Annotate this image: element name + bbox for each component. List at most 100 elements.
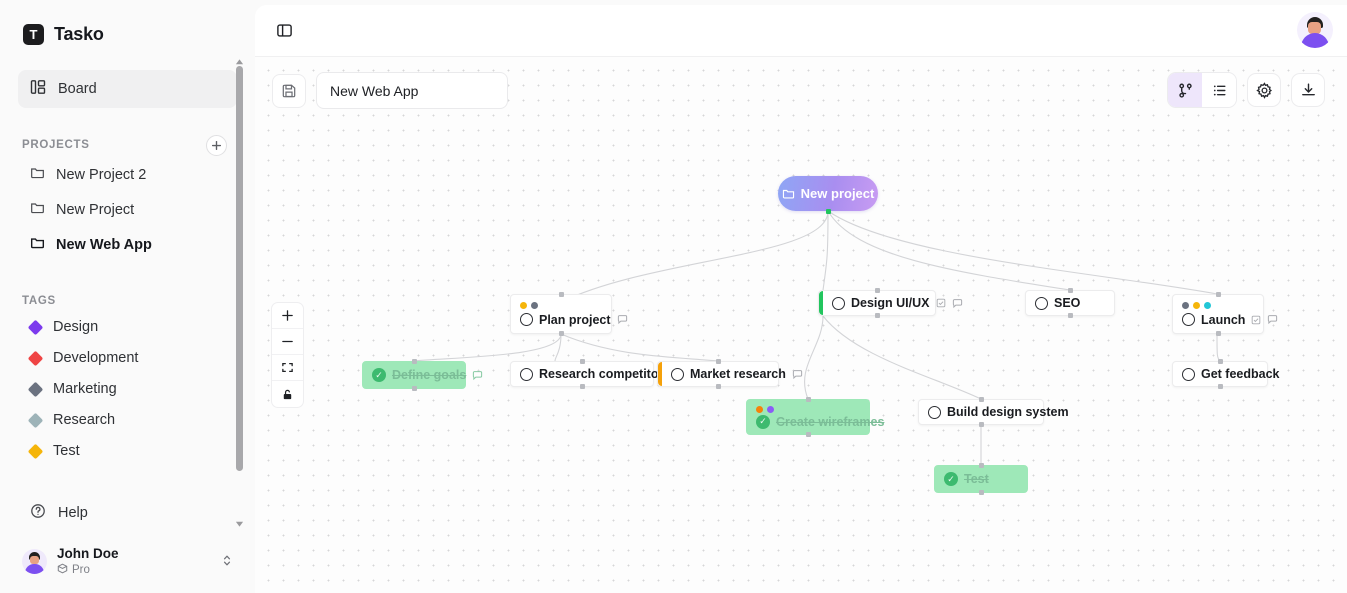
graph-node-build-design-system[interactable]: Build design system: [918, 397, 1069, 427]
graph-node-label: SEO: [1054, 296, 1081, 310]
node-connection-handle[interactable]: [1215, 292, 1221, 297]
settings-button[interactable]: [1247, 73, 1281, 107]
comment-icon[interactable]: [792, 369, 803, 380]
task-checkbox[interactable]: [671, 367, 684, 381]
node-connection-handle[interactable]: [579, 384, 585, 389]
sidebar-tag-research[interactable]: Research: [18, 405, 237, 435]
checklist-icon[interactable]: [936, 298, 946, 308]
user-account-switcher[interactable]: John Doe Pro: [0, 540, 255, 583]
node-connection-handle[interactable]: [1217, 359, 1223, 364]
zoom-in-button[interactable]: [272, 303, 303, 329]
task-checkbox[interactable]: [1182, 367, 1195, 381]
graph-node-market-research[interactable]: Market research: [657, 359, 803, 389]
graph-node-create-wireframes[interactable]: ✓ Create wireframes: [746, 397, 884, 437]
task-checkbox[interactable]: [520, 367, 533, 381]
graph-node-research-competitors[interactable]: Research competitors: [510, 359, 670, 389]
sidebar-item-board[interactable]: Board: [18, 70, 237, 108]
node-connection-handle[interactable]: [1217, 384, 1223, 389]
list-view-button[interactable]: [1202, 73, 1236, 107]
graph-node-label: Build design system: [947, 405, 1069, 419]
save-button[interactable]: [272, 73, 306, 108]
scroll-up-arrow-icon[interactable]: [235, 54, 244, 65]
sidebar-item-label: New Web App: [56, 236, 152, 253]
sidebar-item-new-project-2[interactable]: New Project 2: [18, 158, 237, 191]
node-connection-handle[interactable]: [874, 288, 880, 293]
graph-node-seo[interactable]: SEO: [1025, 288, 1115, 318]
task-checkbox-checked[interactable]: ✓: [372, 368, 386, 382]
brand-name: Tasko: [54, 24, 104, 44]
node-connection-handle[interactable]: [978, 422, 984, 427]
node-connection-handle[interactable]: [411, 359, 417, 364]
topbar-avatar[interactable]: [1297, 12, 1333, 48]
tags-section-header: TAGS: [0, 291, 255, 311]
sidebar-tag-design[interactable]: Design: [18, 312, 237, 342]
comment-icon[interactable]: [472, 370, 483, 381]
checklist-icon[interactable]: [1251, 315, 1261, 325]
comment-icon[interactable]: [952, 298, 963, 309]
sidebar-scrollbar[interactable]: [235, 54, 244, 527]
task-checkbox[interactable]: [1182, 313, 1195, 326]
graph-node-launch[interactable]: Launch: [1172, 292, 1278, 336]
task-checkbox-checked[interactable]: ✓: [944, 472, 958, 486]
tree-view-button[interactable]: [1168, 73, 1202, 107]
fit-view-button[interactable]: [272, 355, 303, 381]
tag-dot: [1204, 301, 1211, 309]
graph-node-test[interactable]: ✓ Test: [934, 463, 1028, 495]
tag-label: Design: [53, 319, 99, 335]
top-bar: [255, 5, 1347, 57]
node-connection-handle[interactable]: [579, 359, 585, 364]
node-connection-handle[interactable]: [558, 331, 564, 336]
node-connection-handle[interactable]: [805, 397, 811, 402]
graph-node-design-ui-ux[interactable]: Design UI/UX: [818, 288, 962, 318]
sidebar-item-new-web-app[interactable]: New Web App: [18, 228, 237, 261]
sidebar-tag-development[interactable]: Development: [18, 343, 237, 373]
node-status-bar: [819, 291, 823, 315]
scroll-down-arrow-icon[interactable]: [235, 515, 244, 527]
add-project-button[interactable]: [206, 134, 227, 156]
graph-node-define-goals[interactable]: ✓ Define goals: [362, 359, 483, 391]
node-connection-handle[interactable]: [1067, 288, 1073, 293]
node-connection-handle[interactable]: [558, 292, 564, 297]
project-title-input[interactable]: [316, 72, 508, 109]
sidebar-tag-test[interactable]: Test: [18, 436, 237, 466]
graph-node-label: Design UI/UX: [851, 296, 930, 310]
chevron-up-down-icon: [221, 553, 233, 570]
task-checkbox[interactable]: [928, 405, 941, 419]
node-connection-handle[interactable]: [411, 386, 417, 391]
node-connection-handle[interactable]: [978, 463, 984, 468]
task-checkbox[interactable]: [1035, 296, 1048, 310]
tags-section-title: TAGS: [22, 295, 56, 307]
lock-canvas-button[interactable]: [272, 381, 303, 407]
sidebar-item-label: New Project: [56, 201, 135, 218]
node-connection-handle[interactable]: [715, 384, 721, 389]
graph-node-root[interactable]: New project: [778, 176, 878, 214]
zoom-out-button[interactable]: [272, 329, 303, 355]
sidebar-item-help[interactable]: Help: [18, 494, 237, 532]
sidebar-tag-marketing[interactable]: Marketing: [18, 374, 237, 404]
graph-node-label: Get feedback: [1201, 367, 1280, 381]
node-connection-handle[interactable]: [715, 359, 721, 364]
comment-icon[interactable]: [1267, 314, 1278, 325]
scrollbar-thumb[interactable]: [236, 66, 243, 471]
download-button[interactable]: [1291, 73, 1325, 107]
panel-left-icon[interactable]: [271, 18, 297, 44]
node-connection-handle[interactable]: [978, 490, 984, 495]
tag-color-swatch-icon: [27, 381, 44, 397]
node-connection-handle[interactable]: [1067, 313, 1073, 318]
sidebar-item-new-project[interactable]: New Project: [18, 193, 237, 226]
node-connection-handle[interactable]: [825, 209, 831, 214]
node-connection-handle[interactable]: [874, 313, 880, 318]
node-connection-handle[interactable]: [978, 397, 984, 402]
graph-node-get-feedback[interactable]: Get feedback: [1172, 359, 1280, 389]
task-checkbox[interactable]: [832, 296, 845, 310]
task-checkbox-checked[interactable]: ✓: [756, 414, 770, 429]
comment-icon[interactable]: [617, 314, 628, 325]
task-checkbox[interactable]: [520, 313, 533, 326]
node-connection-handle[interactable]: [805, 432, 811, 437]
graph-node-plan-project[interactable]: Plan project: [510, 292, 627, 336]
node-tag-dots: [511, 301, 611, 309]
graph-node-label: Market research: [690, 367, 786, 381]
node-connection-handle[interactable]: [1215, 331, 1221, 336]
flow-canvas[interactable]: New project Plan project: [255, 57, 1347, 593]
